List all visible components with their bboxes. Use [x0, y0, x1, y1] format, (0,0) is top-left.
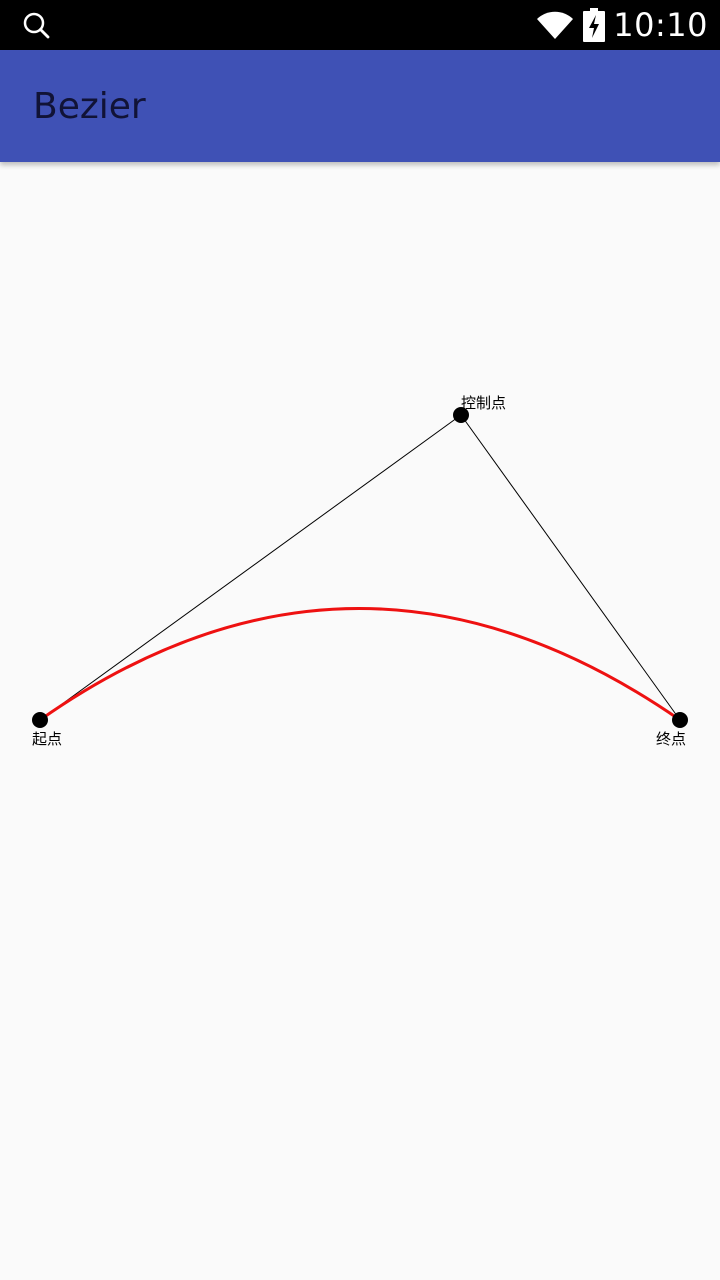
battery-charging-icon — [583, 8, 606, 42]
guide-line-start-control — [39, 414, 462, 721]
bezier-curve — [39, 607, 681, 722]
end-point-label: 终点 — [656, 730, 686, 748]
bezier-drawing[interactable]: 起点 控制点 终点 — [0, 162, 720, 1280]
control-point-handle[interactable] — [453, 407, 469, 423]
control-point-label: 控制点 — [461, 394, 506, 412]
search-icon[interactable] — [22, 11, 50, 39]
start-point-handle[interactable] — [32, 712, 48, 728]
status-indicators: 10:10 — [535, 0, 708, 50]
wifi-icon — [537, 11, 574, 39]
start-point-label: 起点 — [32, 730, 62, 748]
status-time: 10:10 — [613, 6, 708, 44]
app-bar: Bezier — [0, 50, 720, 162]
end-point-handle[interactable] — [672, 712, 688, 728]
guide-line-control-end — [460, 414, 681, 721]
bezier-canvas[interactable]: 起点 控制点 终点 — [0, 162, 720, 1280]
status-bar: 10:10 — [0, 0, 720, 50]
app-title: Bezier — [33, 86, 146, 127]
